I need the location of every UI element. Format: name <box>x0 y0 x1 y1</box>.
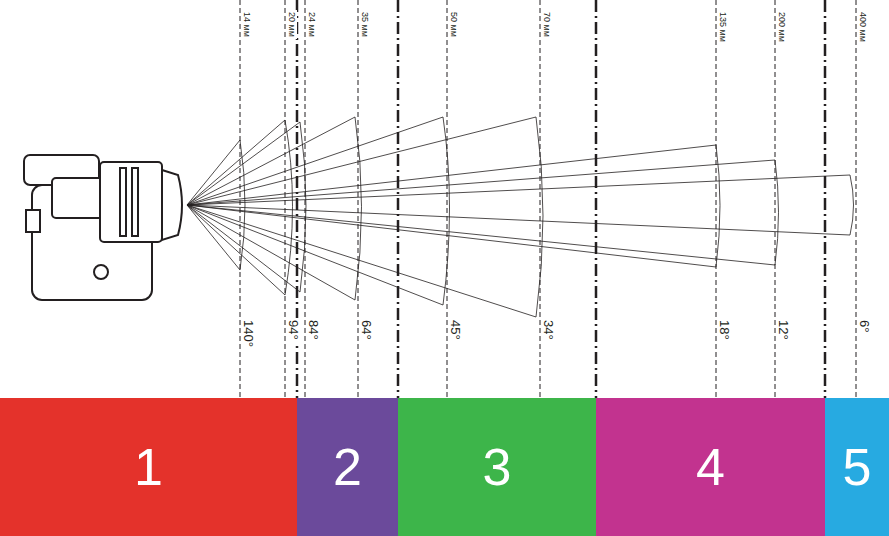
focal-length-label: 35 мм <box>359 10 370 39</box>
angle-label: 6° <box>857 318 872 334</box>
view-wedges <box>187 117 854 317</box>
focal-length-label: 14 мм <box>241 10 252 39</box>
focal-length-label: 70 мм <box>541 10 552 39</box>
focal-band: 5 <box>825 398 889 536</box>
band-number: 5 <box>843 441 872 493</box>
angle-label: 94° <box>286 318 301 342</box>
focal-length-label: 200 мм <box>776 10 787 44</box>
focal-band: 3 <box>398 398 596 536</box>
camera-icon <box>24 155 182 300</box>
focal-length-label: 24 мм <box>306 10 317 39</box>
focal-band: 1 <box>0 398 297 536</box>
angle-label: 140° <box>241 318 256 349</box>
band-number: 1 <box>134 441 163 493</box>
angle-label: 64° <box>359 318 374 342</box>
band-number: 4 <box>696 441 725 493</box>
focal-length-label: 20 мм <box>286 10 297 39</box>
angle-label: 18° <box>717 318 732 342</box>
focal-length-label: 135 мм <box>717 10 728 44</box>
angle-label: 84° <box>306 318 321 342</box>
angle-label: 45° <box>448 318 463 342</box>
focal-band: 2 <box>297 398 398 536</box>
angle-label: 12° <box>776 318 791 342</box>
band-boundaries <box>297 0 825 398</box>
focal-lines <box>240 0 856 398</box>
band-number: 2 <box>333 441 362 493</box>
focal-length-label: 400 мм <box>857 10 868 44</box>
focal-length-label: 50 мм <box>448 10 459 39</box>
focal-band: 4 <box>596 398 825 536</box>
angle-label: 34° <box>541 318 556 342</box>
band-number: 3 <box>483 441 512 493</box>
